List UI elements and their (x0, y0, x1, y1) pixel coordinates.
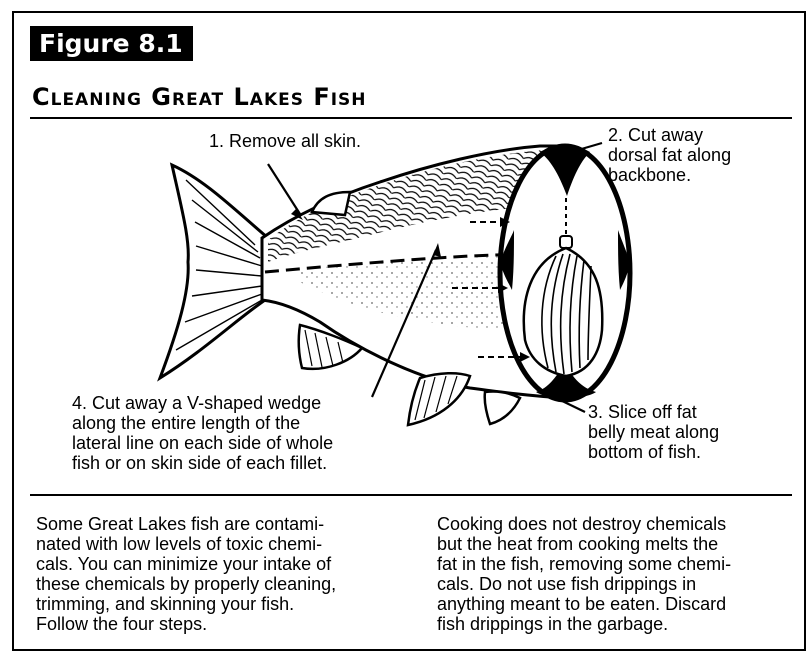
right-paragraph: Cooking does not destroy chemicals but t… (437, 514, 797, 634)
adipose-fin (485, 391, 520, 424)
left-paragraph: Some Great Lakes fish are contami- nated… (36, 514, 396, 634)
leader-step2 (578, 143, 602, 150)
step-4-label: 4. Cut away a V-shaped wedge along the e… (72, 393, 333, 473)
step-2-label: 2. Cut away dorsal fat along backbone. (608, 125, 731, 185)
section-divider (30, 494, 792, 496)
step-3-label: 3. Slice off fat belly meat along bottom… (588, 402, 719, 462)
leader-step1 (268, 164, 300, 214)
dorsal-fin (312, 192, 350, 215)
step-1-label: 1. Remove all skin. (209, 131, 361, 151)
